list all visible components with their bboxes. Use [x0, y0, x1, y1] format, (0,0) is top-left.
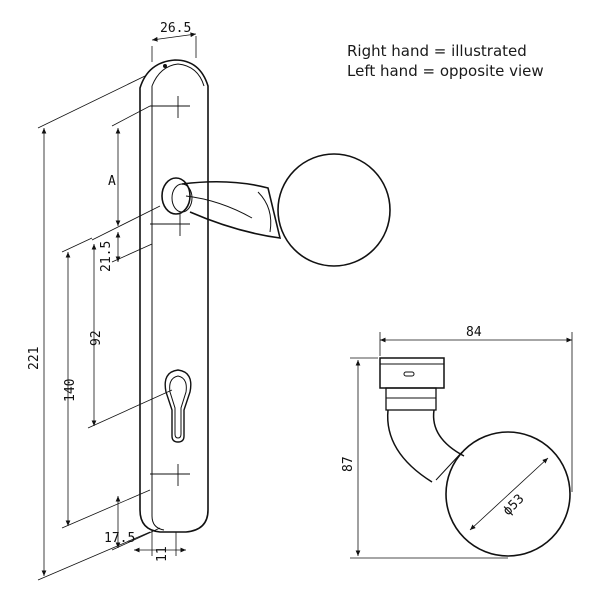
dim-92-label: 92 — [89, 330, 104, 346]
dim-87: 87 — [341, 357, 508, 559]
dim-84-label: 84 — [466, 325, 482, 340]
dim-140-label: 140 — [63, 379, 78, 402]
dim-221-label: 221 — [27, 347, 42, 370]
backplate — [139, 59, 209, 533]
screw-marks — [150, 96, 190, 486]
note-left-hand: Left hand = opposite view — [347, 62, 544, 80]
ball-knob — [277, 153, 391, 267]
dim-21-5: 21.5 — [91, 205, 161, 272]
dim-140: 140 — [61, 237, 151, 529]
dim-87-label: 87 — [341, 456, 356, 472]
dim-overall-length: 221 — [27, 75, 151, 581]
dim-a-label: A — [108, 174, 116, 189]
dim-84: 84 — [379, 325, 573, 492]
dim-17-5-label: 17.5 — [104, 531, 135, 546]
dim-a: A — [108, 105, 151, 226]
dim-11: 11 — [134, 530, 186, 562]
lever-neck — [181, 180, 282, 239]
dim-92: 92 — [87, 244, 173, 429]
cylinder-keyhole — [164, 369, 192, 443]
dim-21-5-label: 21.5 — [99, 241, 114, 272]
dim-plate-width: 26.5 — [151, 21, 197, 62]
side-view — [379, 357, 571, 557]
dim-11-label: 11 — [155, 546, 170, 562]
dim-26-5-label: 26.5 — [160, 21, 191, 36]
dim-diameter-label: ϕ53 — [500, 492, 527, 519]
note-right-hand: Right hand = illustrated — [347, 42, 527, 60]
dim-17-5: 17.5 — [104, 496, 161, 551]
dim-diameter: ϕ53 — [469, 457, 549, 531]
